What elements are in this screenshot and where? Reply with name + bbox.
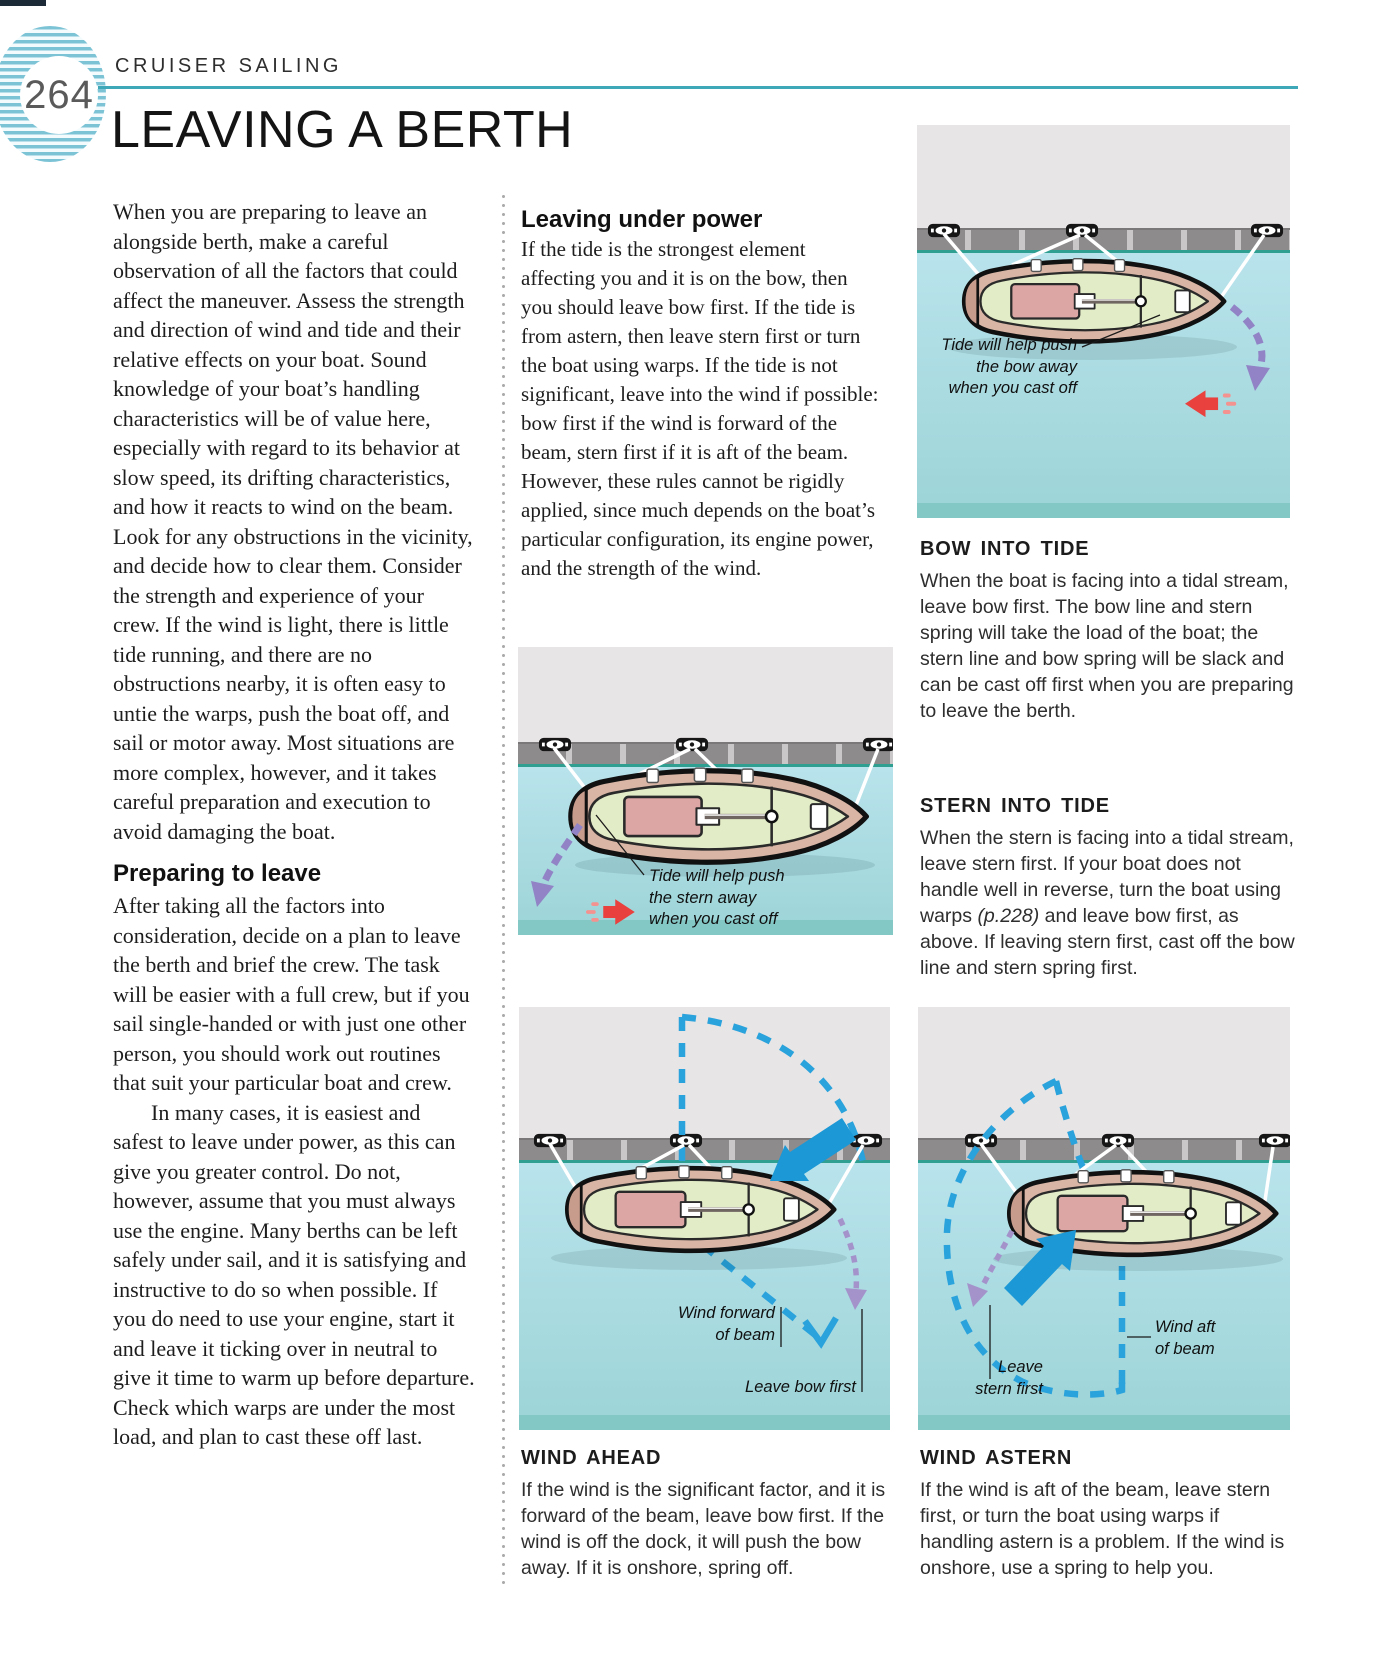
subsection-heading-preparing: Preparing to leave (113, 860, 322, 887)
caption-body: If the wind is the significant factor, a… (521, 1479, 886, 1579)
dock-cleat-icon (669, 1133, 703, 1148)
pontoon-surface (917, 125, 1290, 228)
figure-drawing (927, 223, 1284, 418)
boat-shadow (551, 1246, 847, 1270)
caption-body: When the boat is facing into a tidal str… (920, 570, 1294, 722)
tide-arrow-icon (1185, 390, 1237, 418)
caption-title: STERN INTO TIDE (920, 795, 1110, 817)
turn-arrow-head (845, 1288, 867, 1310)
figure-bow-into-tide: Tide will help push the bow away when yo… (917, 125, 1290, 518)
pontoon-surface (918, 1007, 1290, 1138)
wind-arrow-icon (1004, 1230, 1076, 1306)
figure-stern-into-tide: Tide will help push the stern away when … (518, 647, 893, 935)
header-rule (98, 86, 1298, 89)
figure-wind-ahead: Wind forward of beam Leave bow first (519, 1007, 890, 1430)
figure-drawing (533, 1013, 883, 1392)
turn-arrow-head (1246, 365, 1270, 391)
page-reference: (p.228) (977, 905, 1040, 927)
figure-label: Tide will help push the stern away when … (649, 867, 785, 928)
figure-label: Wind forward of beam (677, 1304, 775, 1344)
figure-label: Tide will help push the bow away when yo… (941, 336, 1077, 397)
tide-arrow-icon (586, 899, 635, 925)
caption-bow-into-tide: BOW INTO TIDE When the boat is facing in… (920, 538, 1298, 724)
page-title: LEAVING A BERTH (111, 101, 574, 159)
dock-cleat-icon (1101, 1133, 1135, 1148)
leaving-under-power-paragraph: If the tide is the strongest element aff… (521, 237, 879, 580)
pontoon-surface (518, 647, 893, 742)
caption-stern-into-tide: STERN INTO TIDE When the stern is facing… (920, 795, 1298, 981)
middle-column: Leaving under power If the tide is the s… (521, 205, 879, 583)
dock-cleat-icon (675, 737, 709, 752)
figure-wind-astern: Leave stern first Wind aft of beam (918, 1007, 1290, 1430)
caption-title: WIND ASTERN (920, 1447, 1073, 1469)
turn-arrow-icon (979, 1229, 1015, 1289)
turn-arrow-icon (837, 1217, 860, 1292)
turn-arrow-icon (1229, 304, 1266, 370)
water-deep-band (917, 503, 1290, 518)
page-number-circle: 264 (20, 56, 98, 134)
boat-illustration (571, 768, 867, 862)
turn-arrow-icon (540, 822, 583, 885)
caption-wind-ahead: WIND AHEAD If the wind is the significan… (521, 1447, 886, 1581)
boat-shadow (947, 334, 1237, 360)
water-deep-band (519, 1415, 890, 1430)
dock-cleat-icon (1250, 223, 1284, 238)
wind-arrow-icon (770, 1118, 856, 1181)
figure-label: Leave bow first (745, 1378, 856, 1396)
caption-body: If the wind is aft of the beam, leave st… (920, 1479, 1285, 1579)
dock-waterline (518, 764, 893, 767)
figure-label: Leave stern first (975, 1358, 1043, 1398)
column-separator (502, 192, 505, 1588)
caption-title: BOW INTO TIDE (920, 538, 1090, 560)
section-kicker: CRUISER SAILING (115, 55, 342, 77)
intro-paragraph: When you are preparing to leave an along… (113, 199, 473, 844)
dock-cleat-icon (1065, 223, 1099, 238)
dock-waterline (918, 1160, 1290, 1163)
left-column: When you are preparing to leave an along… (113, 197, 475, 1452)
figure-label: Wind aft of beam (1155, 1318, 1216, 1358)
label-pointer-line (1081, 314, 1161, 348)
caption-body: When the stern is facing into a tidal st… (920, 827, 1295, 979)
subsection-heading-leaving-under-power: Leaving under power (521, 206, 763, 233)
preparing-paragraph-2: In many cases, it is easiest and safest … (113, 1099, 475, 1450)
turn-arrow-head (967, 1283, 988, 1307)
wind-sector-arrow-head (802, 1316, 839, 1349)
dock-cleat-icon (1258, 1133, 1290, 1148)
page-edge-mark (0, 0, 46, 6)
caption-title: WIND AHEAD (521, 1447, 662, 1469)
water-deep-band (518, 920, 893, 935)
water-deep-band (918, 1415, 1290, 1430)
figure-drawing (531, 737, 893, 925)
page-number: 264 (24, 72, 94, 117)
pontoon-surface (519, 1007, 890, 1138)
turn-arrow-head (531, 881, 554, 907)
figure-drawing (943, 1078, 1290, 1398)
caption-wind-astern: WIND ASTERN If the wind is aft of the be… (920, 1447, 1298, 1581)
boat-illustration (964, 259, 1224, 342)
preparing-paragraph-1: After taking all the factors into consid… (113, 893, 470, 1095)
label-pointer-line (595, 814, 645, 876)
